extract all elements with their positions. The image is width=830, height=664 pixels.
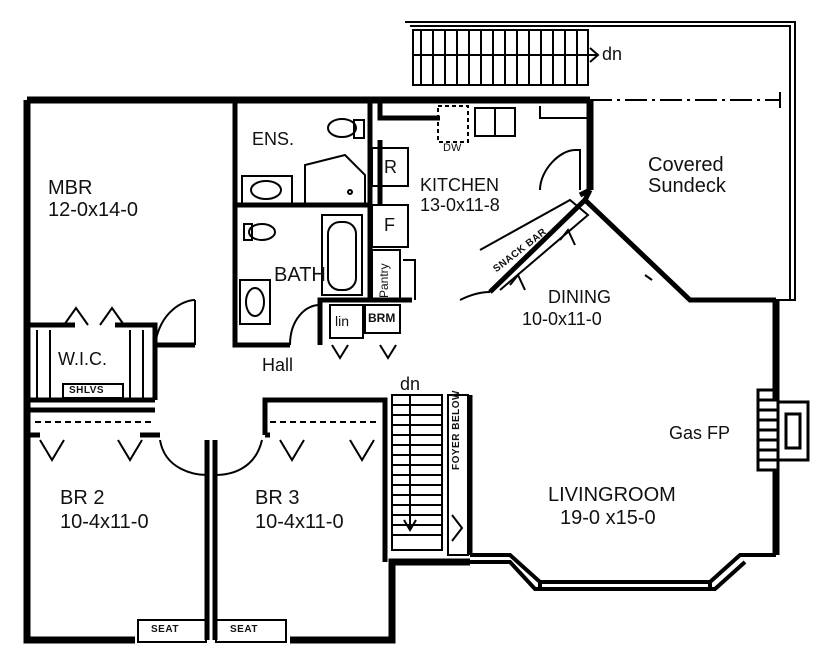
room-label-br2: BR 2 bbox=[60, 487, 105, 509]
label-freezer: F bbox=[384, 215, 395, 235]
room-size-kitchen: 13-0x11-8 bbox=[420, 195, 500, 215]
label-gas-fireplace: Gas FP bbox=[669, 423, 731, 443]
snack-bar bbox=[479, 198, 681, 291]
room-size-livingroom: 19-0 x15-0 bbox=[560, 507, 656, 529]
room-size-mbr: 12-0x14-0 bbox=[48, 199, 139, 221]
exterior-walls bbox=[23, 96, 780, 644]
label-main-stairs-down: dn bbox=[400, 374, 421, 394]
label-dishwasher: DW bbox=[443, 142, 462, 154]
label-seat-left: SEAT bbox=[151, 624, 179, 635]
label-broom-closet: BRM bbox=[368, 311, 396, 325]
room-size-dining: 10-0x11-0 bbox=[522, 309, 602, 329]
kitchen-fixtures bbox=[329, 105, 590, 339]
label-foyer-below: FOYER BELOW bbox=[451, 390, 462, 470]
upper-stairs bbox=[412, 29, 600, 86]
main-stairs bbox=[391, 394, 469, 556]
label-pantry: Pantry bbox=[377, 263, 391, 298]
sundeck bbox=[405, 21, 796, 301]
room-size-br2: 10-4x11-0 bbox=[60, 511, 149, 533]
window-seats bbox=[137, 619, 287, 643]
interior-walls bbox=[27, 100, 776, 640]
closet-shelving bbox=[35, 330, 380, 423]
room-label-dining: DINING bbox=[548, 287, 611, 307]
room-label-bath: BATH bbox=[274, 264, 326, 286]
bath-fixtures bbox=[239, 118, 366, 325]
sundeck-label-line2: Sundeck bbox=[648, 175, 726, 197]
label-shelves: SHLVS bbox=[69, 385, 105, 396]
room-label-mbr: MBR bbox=[48, 177, 93, 199]
label-linen: lin bbox=[335, 313, 350, 329]
room-size-br3: 10-4x11-0 bbox=[255, 511, 344, 533]
room-label-br3: BR 3 bbox=[255, 487, 300, 509]
room-label-kitchen: KITCHEN bbox=[420, 175, 500, 195]
room-label-wic: W.I.C. bbox=[58, 349, 107, 369]
bay-window-walls bbox=[470, 553, 776, 591]
label-seat-right: SEAT bbox=[230, 624, 258, 635]
label-upper-stairs-down: dn bbox=[602, 44, 623, 64]
label-refrigerator: R bbox=[384, 157, 397, 177]
sundeck-label-line1: Covered bbox=[648, 154, 724, 176]
room-label-livingroom: LIVINGROOM bbox=[548, 484, 676, 506]
gas-fireplace bbox=[756, 388, 810, 472]
room-label-ens: ENS. bbox=[252, 129, 295, 149]
doors bbox=[39, 149, 581, 476]
room-label-hall: Hall bbox=[262, 355, 294, 375]
